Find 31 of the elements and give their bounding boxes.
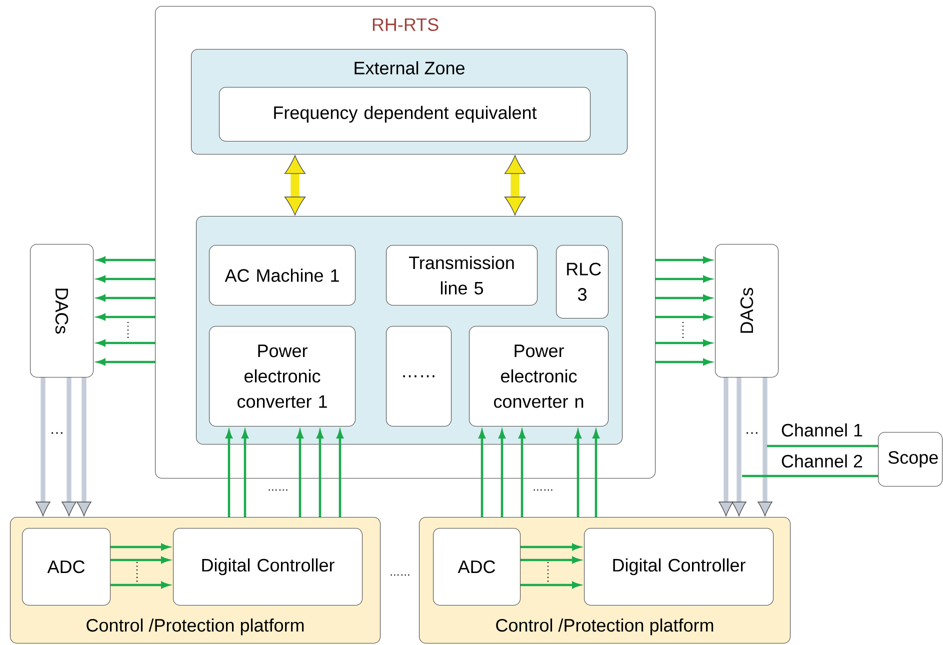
component-box: AC Machine 1 [209, 245, 356, 306]
connector-line [767, 444, 878, 448]
component-box: ADC [22, 528, 111, 606]
double-arrow [284, 155, 306, 216]
component-box: Frequency dependent equivalent [219, 87, 591, 142]
connector-line [742, 474, 878, 478]
component-box: ADC [433, 528, 521, 606]
arrow [36, 378, 50, 516]
edge-label: Channel 2 [780, 453, 864, 469]
arrow [758, 378, 772, 516]
component-box: Power electronic converter n [469, 326, 609, 427]
ellipsis: …… [390, 574, 410, 576]
dac-box: DACs [30, 244, 94, 378]
dac-box: DACs [715, 244, 779, 378]
edge-label: Channel 1 [780, 422, 864, 438]
ellipsis: …… [534, 489, 552, 491]
ellipsis: … [746, 432, 758, 434]
component-box: Digital Controller [173, 528, 363, 606]
arrow [732, 378, 746, 516]
component-box: Scope [878, 432, 943, 487]
component-box: Transmission line 5 [386, 245, 538, 306]
component-box: Power electronic converter 1 [209, 326, 356, 427]
ellipsis: …… [268, 489, 288, 491]
component-box: RLC 3 [556, 245, 609, 319]
arrow [718, 378, 734, 516]
ellipsis: … [52, 432, 62, 434]
component-box: …… [386, 326, 452, 427]
double-arrow [504, 155, 526, 216]
arrow [62, 378, 76, 516]
component-box: Digital Controller [584, 528, 774, 606]
arrow [76, 378, 92, 516]
